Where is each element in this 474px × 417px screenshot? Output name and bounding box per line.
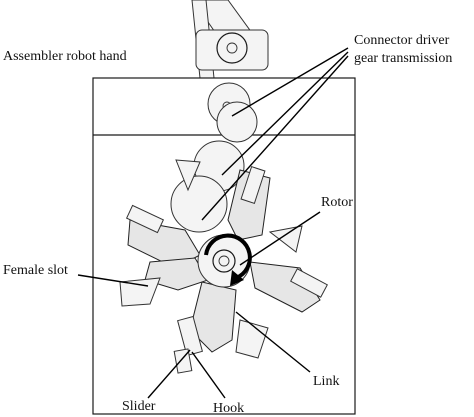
rotation-arrowhead — [230, 270, 244, 286]
female-slot-left — [119, 277, 161, 307]
rotor-hub-inner — [212, 249, 236, 273]
rotor-mechanism — [119, 159, 328, 374]
leader-female-slot — [77, 274, 149, 287]
hook-upper-right — [240, 166, 266, 204]
hook-right — [290, 268, 328, 298]
label-connector-driver: Connector driver — [354, 33, 450, 48]
leader-gear-2 — [221, 51, 349, 176]
rotor-axle — [218, 255, 230, 267]
gear-second — [216, 101, 258, 143]
female-slot-bottom-right — [235, 319, 269, 359]
hook-lower — [177, 315, 203, 357]
gear-transmission — [170, 82, 258, 233]
arm-left — [144, 257, 209, 291]
leader-slider — [147, 349, 191, 399]
label-link: Link — [313, 374, 339, 389]
hook-upper-left — [125, 204, 165, 234]
arm-bracket — [195, 29, 269, 71]
leader-rotor — [239, 211, 321, 266]
label-gear-transmission: gear transmission — [354, 51, 452, 66]
label-slider: Slider — [122, 399, 156, 414]
label-female-slot: Female slot — [3, 263, 68, 278]
female-slot-top — [175, 159, 201, 192]
gear-fourth — [170, 175, 228, 233]
leader-gear-1 — [231, 47, 349, 117]
leader-lines — [77, 47, 349, 399]
slider-block — [173, 348, 193, 374]
rotation-arrow — [204, 233, 252, 280]
label-assembler-robot-hand: Assembler robot hand — [3, 49, 127, 64]
leader-hook — [191, 351, 226, 399]
leader-gear-3 — [201, 55, 349, 221]
label-hook: Hook — [213, 401, 244, 416]
arm-joint-pin — [226, 42, 238, 54]
robot-arm — [191, 0, 269, 79]
female-slot-right — [268, 225, 303, 253]
label-rotor: Rotor — [321, 195, 353, 210]
leader-link — [235, 311, 311, 373]
arm-joint — [216, 32, 248, 64]
housing-outline — [92, 77, 356, 415]
